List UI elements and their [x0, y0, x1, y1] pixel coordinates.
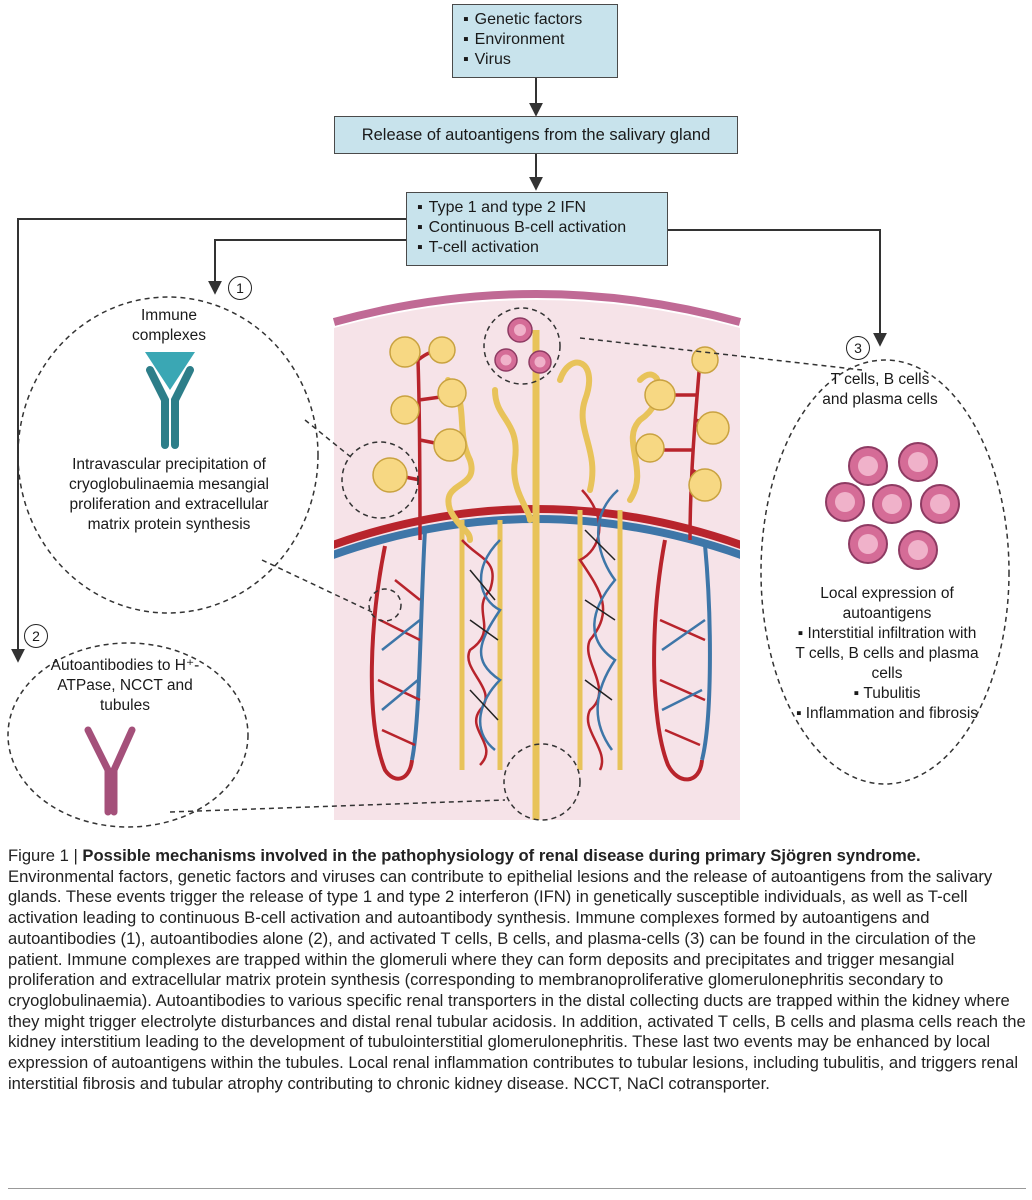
vessel-zoom-circle [368, 588, 402, 622]
panel3-item: Inflammation and fibrosis [794, 704, 980, 724]
panel3-description: Local expression of autoantigens Interst… [794, 584, 980, 724]
activation-item: Type 1 and type 2 IFN [417, 198, 657, 218]
panel3-item: Interstitial infiltration with T cells, … [794, 624, 980, 684]
capillary-mesh-right [577, 489, 623, 771]
immune-complex-icon [145, 352, 195, 449]
autoantibody-icon [84, 726, 136, 816]
activation-item: T-cell activation [417, 238, 657, 258]
trigger-item: Environment [463, 30, 607, 50]
panel3-outline [760, 359, 1010, 785]
leader-panel2 [169, 799, 506, 813]
leader-panel1-b [261, 559, 373, 613]
panel2-description: Autoantibodies to H⁺-ATPase, NCCT and tu… [50, 657, 200, 714]
autoantigen-release-text: Release of autoantigens from the salivar… [361, 126, 711, 144]
autoantigen-release-box: Release of autoantigens from the salivar… [334, 116, 738, 154]
immune-activation-box: Type 1 and type 2 IFN Continuous B-cell … [406, 192, 668, 266]
panel2-number: 2 [24, 624, 48, 648]
caption-title: Possible mechanisms involved in the path… [82, 846, 921, 865]
glomeruli [372, 336, 730, 502]
panel2-outline [7, 642, 249, 828]
panel1-title: Immune complexes [131, 307, 207, 344]
trigger-item: Virus [463, 50, 607, 70]
glomerulus-zoom-circle [341, 441, 419, 519]
panel3-item: Tubulitis [794, 684, 980, 704]
triggers-box: Genetic factors Environment Virus [452, 4, 618, 78]
trigger-item: Genetic factors [463, 10, 607, 30]
cortex-plasma-cell-nuclei [500, 324, 546, 368]
panel-outlines [7, 296, 1010, 828]
panel3-title: T cells, B cells and plasma cells [822, 371, 938, 408]
kidney-section [332, 290, 742, 820]
lymphocyte-nuclei [835, 452, 950, 560]
panel1-outline [17, 296, 319, 614]
arrow-to-panel2 [11, 218, 407, 663]
leader-panel1-a [304, 419, 353, 459]
caption-rule [8, 1188, 1026, 1189]
flow-arrows [11, 78, 887, 663]
vasa-recta-left [369, 529, 427, 781]
vasa-recta-right [652, 539, 712, 782]
arrow-to-panel1 [208, 239, 407, 295]
activation-item: Continuous B-cell activation [417, 218, 657, 238]
caption-body: Environmental factors, genetic factors a… [8, 866, 1026, 1093]
cortex-zoom-circle [483, 307, 561, 385]
panel3-local-expression: Local expression of autoantigens [820, 585, 954, 622]
capillary-mesh-left [459, 520, 503, 770]
figure-caption: Figure 1 | Possible mechanisms involved … [8, 846, 1026, 1094]
duct-zoom-circle [503, 743, 581, 821]
renal-capsule [332, 290, 742, 326]
tubules [445, 359, 662, 543]
panel3-number: 3 [846, 336, 870, 360]
diagram-art [7, 78, 1010, 828]
leader-panel3 [579, 337, 863, 371]
caption-label: Figure 1 | [8, 846, 83, 865]
pathophysiology-diagram: Genetic factors Environment Virus Releas… [0, 0, 1032, 840]
arrow-to-panel3 [666, 229, 887, 347]
panel1-description: Intravascular precipitation of cryoglobu… [69, 456, 269, 533]
panel1-number: 1 [228, 276, 252, 300]
